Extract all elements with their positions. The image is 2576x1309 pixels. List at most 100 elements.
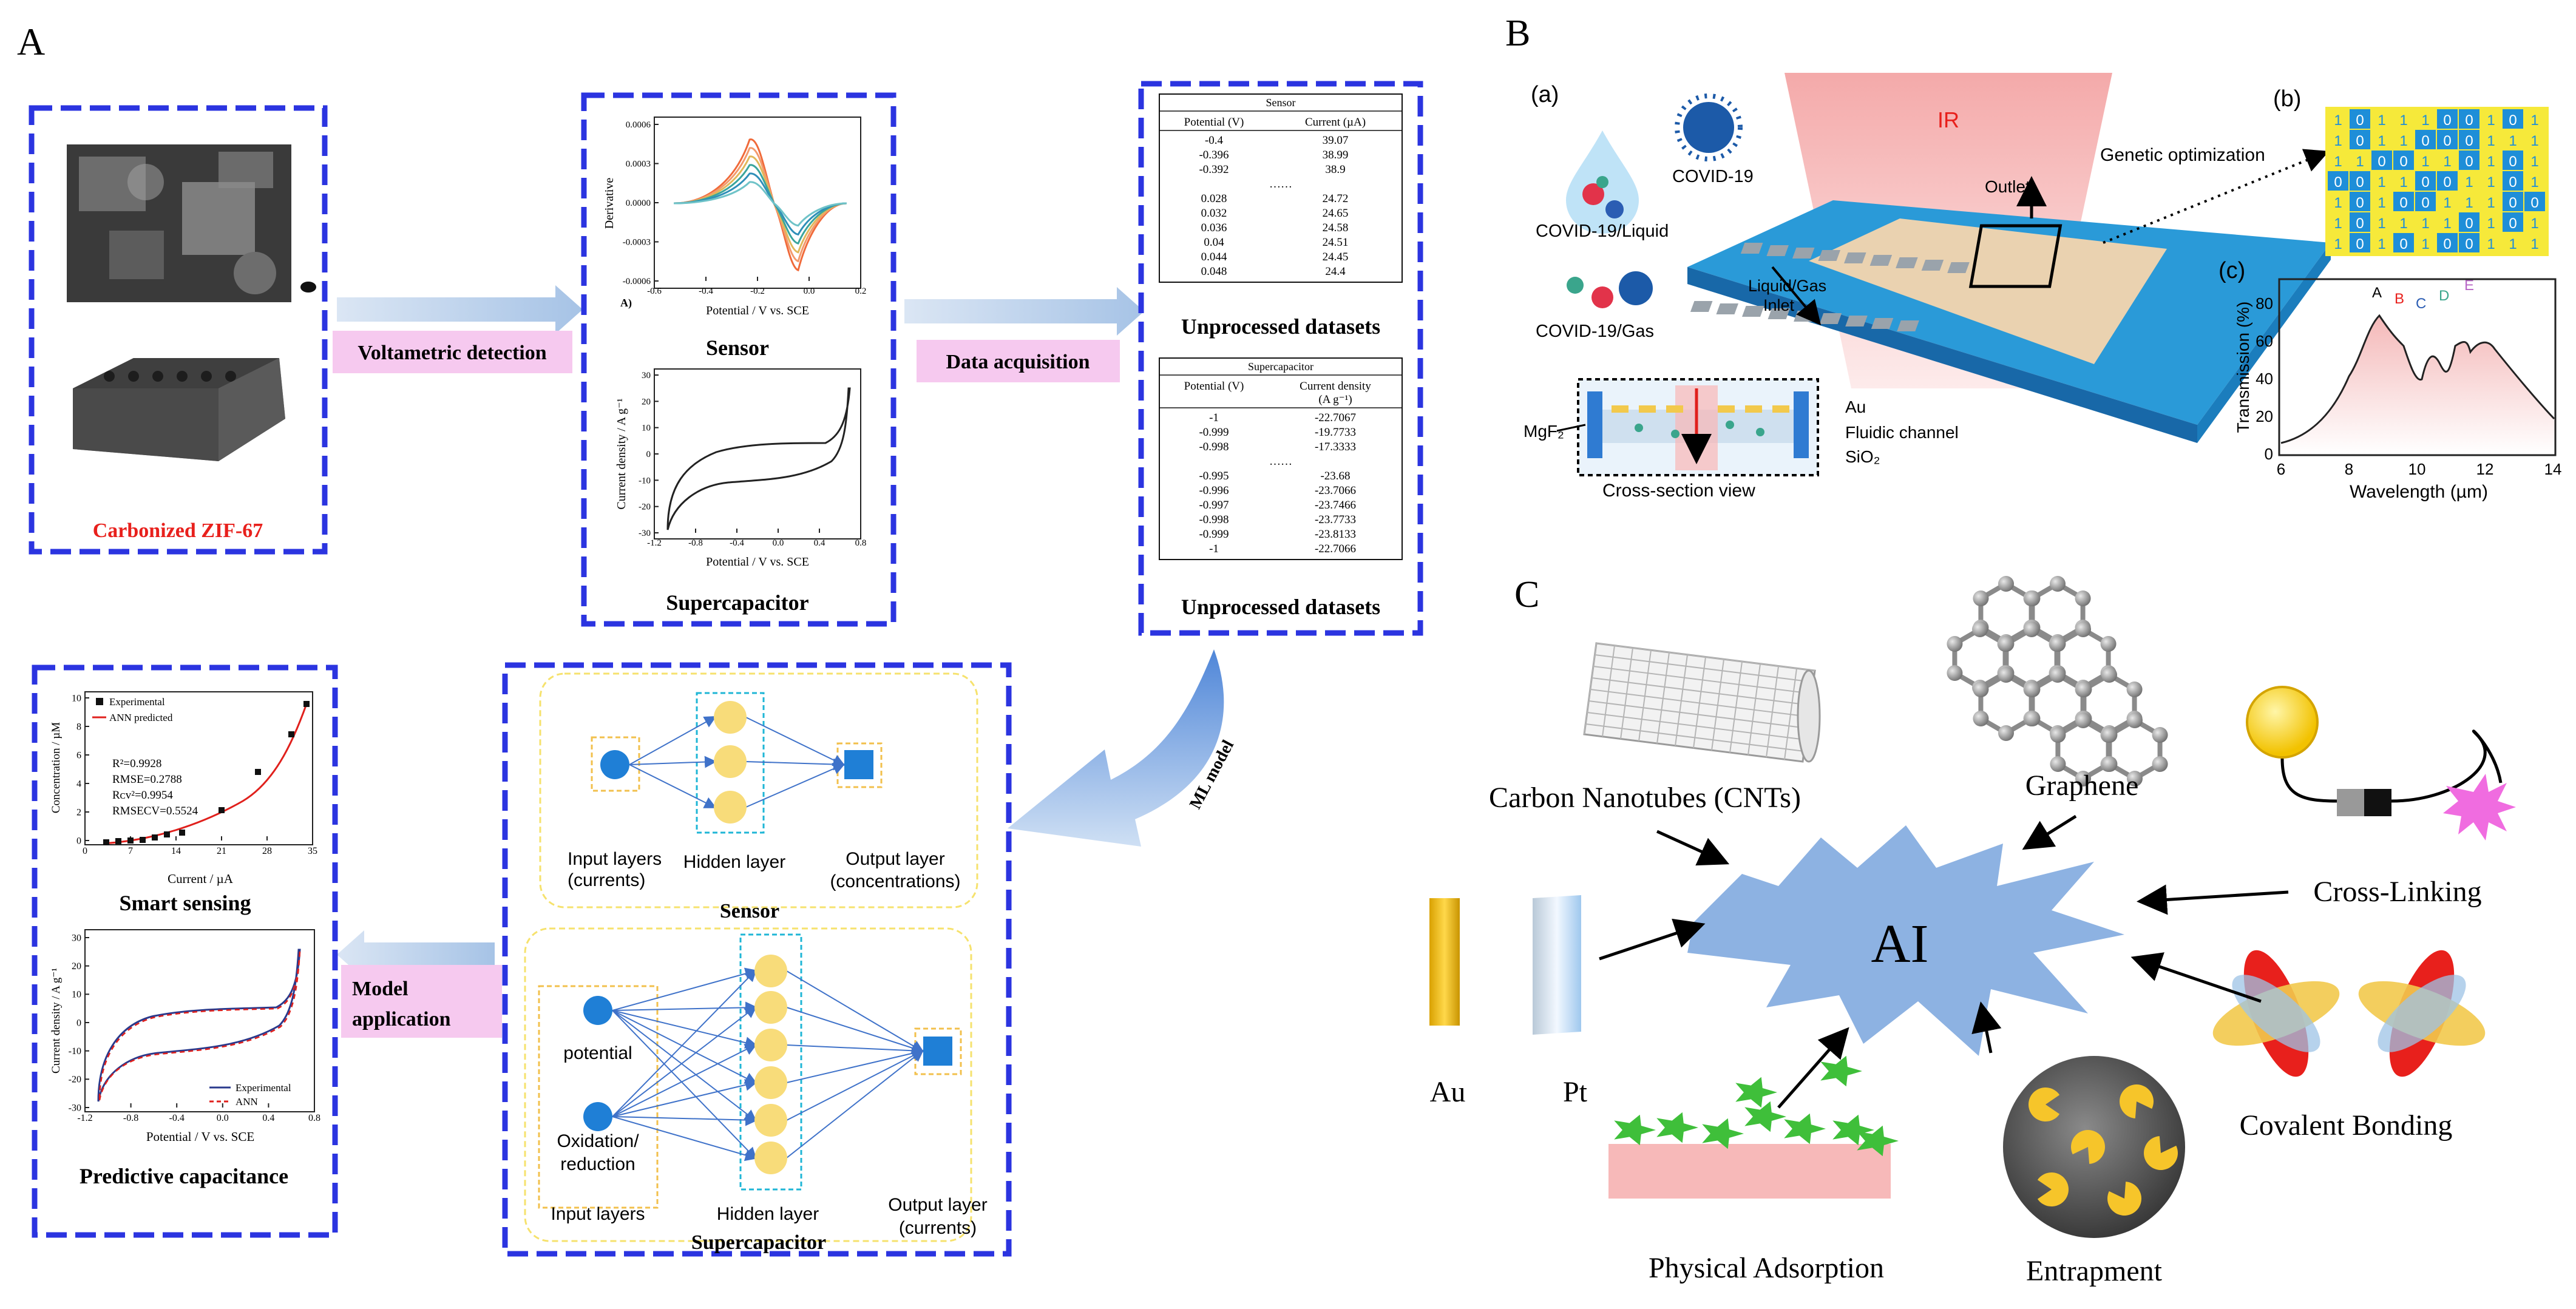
table-cell: -0.998	[1199, 441, 1229, 453]
grid-bit: 1	[2356, 154, 2364, 170]
graphene-atom	[2101, 667, 2117, 683]
graphene-atom	[1947, 636, 1963, 652]
graphene-atom	[2075, 590, 2091, 606]
nn-supercap-hidden-label: Hidden layer	[717, 1204, 819, 1224]
adsorbed-molecule	[1656, 1112, 1698, 1143]
grid-bit: 0	[2356, 195, 2364, 211]
sensor-chart-tag: A)	[620, 297, 632, 309]
voltametric-label-bg	[333, 331, 572, 373]
nn-sensor-output-sublabel: (concentrations)	[830, 871, 960, 891]
table-cell: 24.4	[1325, 265, 1346, 278]
table-cell: -23.7733	[1315, 513, 1356, 526]
supercap-xtick-label: -0.4	[730, 538, 744, 548]
grid-bit: 0	[2509, 112, 2517, 129]
nn-edge	[786, 1007, 924, 1054]
covalent-arrow	[2130, 952, 2262, 1003]
sensor-derivative-curve	[673, 181, 847, 227]
grid-cell	[2415, 233, 2436, 252]
grid-cell	[2350, 171, 2370, 191]
grid-bit: 0	[2443, 236, 2451, 252]
smart-ytick-label: 6	[76, 750, 81, 760]
grid-bit: 1	[2334, 215, 2342, 232]
grid-cell	[2481, 151, 2501, 170]
spectrum-ytick-label: 80	[2256, 294, 2273, 313]
grid-bit: 1	[2443, 215, 2451, 232]
nn-edge	[629, 756, 717, 768]
grid-cell	[2350, 109, 2370, 129]
sensor-ytick-label: 0.0006	[626, 120, 651, 130]
nn-supercap-diagram	[538, 933, 962, 1209]
table-cell: -0.996	[1199, 484, 1229, 497]
grid-cell	[2350, 151, 2370, 170]
physical-adsorption-icon	[1608, 1055, 1899, 1199]
table-header: (A g⁻¹)	[1318, 393, 1352, 406]
cap-ytick-label: -30	[69, 1103, 81, 1113]
sensor-xtick-label: 0.0	[804, 286, 815, 296]
grid-bit: 1	[2399, 174, 2407, 191]
panel-label-b: B	[1505, 13, 1530, 54]
entrapped-enzyme	[2029, 1087, 2060, 1121]
chip-cell	[1742, 306, 1764, 317]
grid-cell	[2393, 151, 2414, 170]
graphene-atom	[2152, 756, 2168, 772]
virus-droplet-icon	[1566, 130, 1639, 234]
model-application-label-2: application	[352, 1008, 451, 1030]
adsorbed-molecule	[1735, 1077, 1777, 1108]
grid-bit: 1	[2378, 195, 2385, 211]
peak-a: A	[2372, 285, 2382, 301]
sensor-chart-caption: Sensor	[706, 336, 769, 360]
grid-cell	[2371, 130, 2392, 149]
nn-sensor-output-label: Output layer	[846, 849, 944, 869]
grid-cell	[2459, 212, 2479, 232]
grid-bit: 1	[2530, 174, 2538, 191]
spectrum-ytick-label: 60	[2256, 332, 2273, 350]
nn-edge	[612, 1044, 758, 1117]
table-cell: 0.04	[1204, 236, 1224, 249]
nn-edge	[745, 758, 846, 771]
grid-bit: 1	[2443, 195, 2451, 211]
grid-cell	[2371, 233, 2392, 252]
grid-bit: 0	[2399, 195, 2407, 211]
spectrum-ylabel: Transmission (%)	[2234, 302, 2252, 433]
cnt-label: Carbon Nanotubes (CNTs)	[1489, 782, 1801, 814]
nn-supercap-group	[524, 927, 972, 1242]
grid-bit: 0	[2421, 195, 2429, 211]
graphene-atom	[1998, 667, 2014, 683]
outlet-label: Outlet	[1985, 177, 2030, 196]
supercap-xtick-label: 0.4	[814, 538, 825, 548]
smart-chart-xlabel: Current / µA	[168, 871, 234, 886]
table-cell: 39.07	[1323, 134, 1349, 147]
supercap-xtick-label: -0.8	[688, 538, 703, 548]
sensor-derivative-curve	[673, 164, 847, 245]
spectrum-fill	[2281, 316, 2554, 454]
table-cell: 24.51	[1323, 236, 1349, 249]
table-cell: 0.036	[1201, 222, 1227, 234]
grid-cell	[2524, 192, 2545, 211]
panel-label-a: A	[17, 20, 45, 63]
grid-bit: 0	[2509, 174, 2517, 191]
graphene-label: Graphene	[2025, 770, 2139, 802]
grid-cell	[2437, 192, 2458, 211]
smart-ytick-label: 10	[72, 693, 81, 703]
cs-virus-dot	[1671, 430, 1679, 438]
graphene-atom	[2024, 590, 2041, 606]
entrapment-arrow	[1971, 1001, 2002, 1054]
cnt-mesh-line	[1590, 689, 1809, 717]
nn-edge	[786, 1044, 924, 1057]
physical-label: Physical Adsorption	[1649, 1252, 1884, 1284]
grid-cell	[2415, 109, 2436, 129]
voltametric-label: Voltametric detection	[358, 342, 546, 364]
graphene-atom	[2100, 636, 2117, 652]
sensor-ytick-label: -0.0003	[623, 238, 651, 248]
grid-bit: 1	[2487, 236, 2495, 252]
grid-cell	[2393, 212, 2414, 232]
table-cell: -22.7066	[1315, 543, 1356, 555]
grid-bit: 1	[2378, 112, 2385, 129]
supercap-ytick-label: 20	[642, 397, 651, 407]
grid-cell	[2481, 233, 2501, 252]
sem-image	[67, 144, 291, 302]
grid-cell	[2415, 192, 2436, 211]
